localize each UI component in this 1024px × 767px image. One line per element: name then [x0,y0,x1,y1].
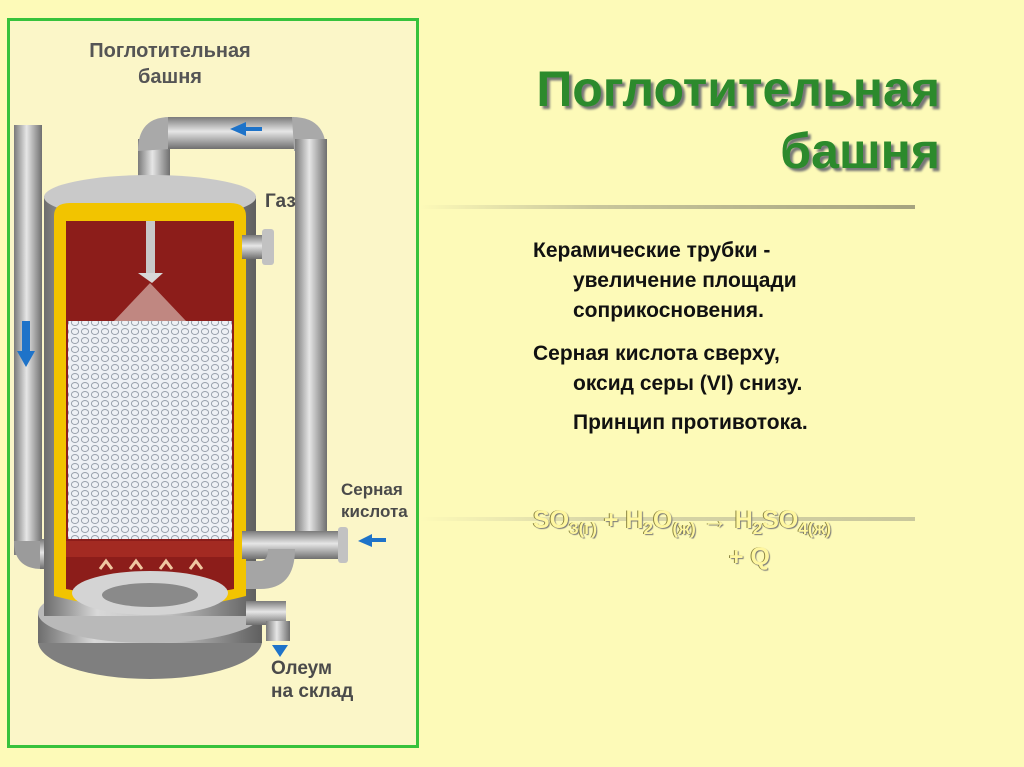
oleum-label-line2: на склад [271,681,354,702]
eq-so: SO [533,506,570,534]
acid-label-line2: кислота [341,502,408,521]
oleum-label-line1: Олеум [271,658,333,679]
oleum-label: Олеум на склад [271,657,353,703]
diagram-title: Поглотительная башня [55,38,285,90]
gas-flow-arrow [230,122,262,136]
gas-inlet-arrows [98,558,204,570]
acid-spray [114,283,186,321]
equation-divider [420,517,915,521]
bullet1-line1: Керамические трубки - [533,239,771,262]
eq-so4: SO [762,506,799,534]
oleum-flow-arrow [272,645,288,657]
slide-body: Керамические трубки - увеличение площади… [533,236,913,438]
bullet-counterflow-principle: Принцип противотока. [573,411,808,434]
acid-label-line1: Серная [341,480,403,499]
diagram-title-line1: Поглотительная [89,40,251,62]
absorption-tower-diagram: Поглотительная башня Газ Серная кислота … [7,18,419,748]
bullet1-line2: увеличение площади [573,269,797,292]
acid-flow-arrow [358,534,386,547]
slide-title-line2: башня [780,123,940,179]
reaction-equation: SO3(г) + H2O(ж) → H2SO4(ж) + Q [533,506,953,571]
bullet1-line3: соприкосновения. [573,299,764,322]
eq-o: O [653,506,673,534]
diagram-title-line2: башня [138,66,202,88]
bullet-counterflow-inputs: Серная кислота сверху, оксид серы (VI) с… [533,339,913,399]
slide-title: Поглотительная башня [420,58,940,182]
bullet-ceramic-tubes: Керамические трубки - увеличение площади… [533,236,913,326]
eq-plus-q: + Q [729,543,770,571]
tower-illustration [14,117,386,679]
eq-plus-h: + H [596,506,644,534]
eq-h2-sub: 2 [752,519,763,538]
tower-body [38,175,262,679]
oleum-outlet-pipe [246,549,295,657]
slide-title-line1: Поглотительная [536,61,940,117]
title-divider [420,205,915,209]
eq-so4-sub: 4(ж) [798,519,832,538]
eq-arrow-h: → H [695,506,753,534]
acid-inlet-pipe [242,527,386,563]
ceramic-packing [68,321,232,539]
eq-o-sub: (ж) [672,519,696,538]
bullet2-line1: Серная кислота сверху, [533,342,780,365]
bullet2-line2: оксид серы (VI) снизу. [573,372,803,395]
gas-outlet-nozzle [242,229,274,265]
eq-h-sub: 2 [643,519,653,538]
down-flow-arrow [17,321,35,367]
sulfuric-acid-label: Серная кислота [341,479,408,523]
eq-so-sub: 3(г) [569,519,597,538]
gas-label: Газ [265,191,296,212]
